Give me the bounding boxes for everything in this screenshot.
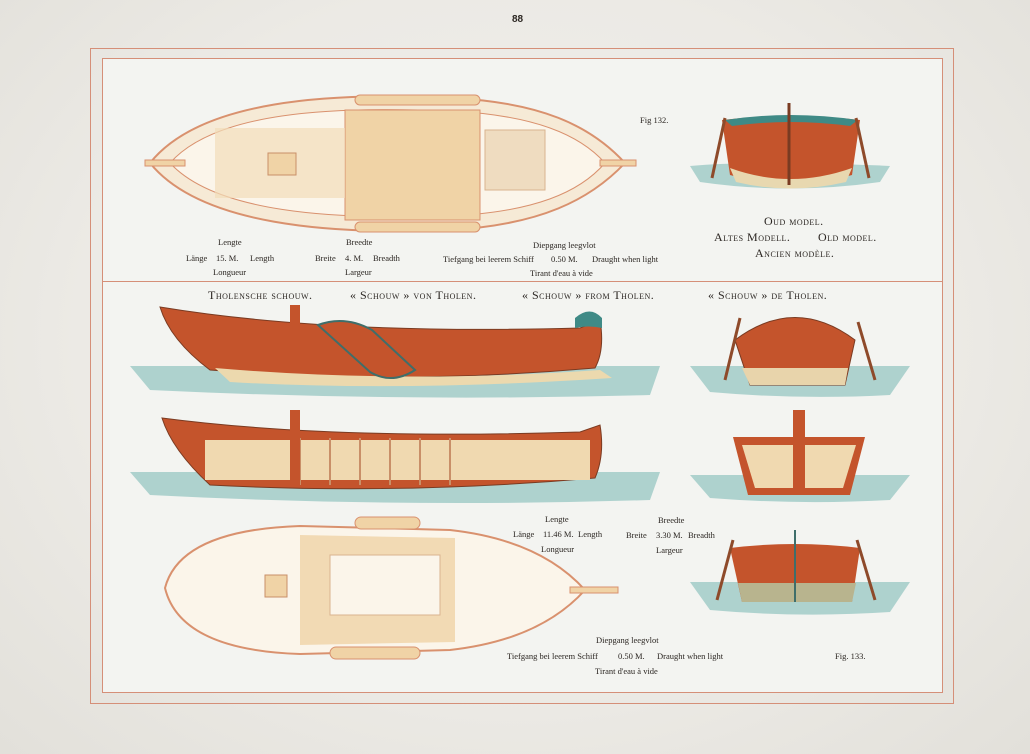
fig132-breadth-de: Breite [315, 253, 336, 263]
fig132-breadth-fr: Largeur [345, 267, 372, 277]
fig133-breadth-value: 3.30 M. [656, 530, 683, 540]
fig133-draught-en: Draught when light [657, 651, 724, 661]
page-number: 88 [512, 14, 524, 25]
fig133-length-nl: Lengte [545, 514, 569, 524]
fig132-breadth-en: Breadth [373, 253, 400, 263]
fig133-breadth-nl: Breedte [658, 515, 685, 525]
fig133-breadth-en: Breadth [688, 530, 715, 540]
fig132-front-view [690, 103, 890, 189]
fig133-plan-view [163, 516, 619, 660]
fig132-length-de: Länge [186, 253, 208, 263]
fig133-side-view [130, 305, 660, 398]
fig132-draught-value: 0.50 M. [551, 254, 578, 264]
fig133-length-en: Length [578, 529, 603, 539]
fig133-draught-nl: Diepgang leegvlot [596, 635, 659, 645]
title-english: « Schouw » from Tholen. [522, 288, 655, 302]
fig133-draught-fr: Tirant d'eau à vide [595, 666, 658, 676]
fig132-label: Fig 132. [640, 115, 669, 125]
fig132-breadth-nl: Breedte [346, 237, 373, 247]
fig133-length-de: Länge [513, 529, 535, 539]
fig133-cross-section [690, 410, 910, 503]
fig132-draught-de: Tiefgang bei leerem Schiff [443, 254, 534, 264]
fig132-draught-en: Draught when light [592, 254, 659, 264]
fig133-draught-value: 0.50 M. [618, 651, 645, 661]
title-french: « Schouw » de Tholen. [708, 288, 828, 302]
fig132-length-fr: Longueur [213, 267, 247, 277]
fig133-section-view [130, 410, 660, 504]
fig132-draught-fr: Tirant d'eau à vide [530, 268, 593, 278]
fig133-stern-view [690, 317, 910, 397]
model-title-dutch: Oud model. [764, 214, 824, 228]
fig133-breadth-de: Breite [626, 530, 647, 540]
model-title-german: Altes Modell. [714, 230, 791, 244]
fig132-plan-view [144, 94, 637, 233]
fig132-length-en: Length [250, 253, 275, 263]
section-divider [102, 281, 943, 282]
title-dutch: Tholensche schouw. [208, 288, 313, 302]
model-title-english: Old model. [818, 230, 877, 244]
fig132-length-nl: Lengte [218, 237, 242, 247]
outer-frame [90, 48, 954, 704]
fig132-length-value: 15. M. [216, 253, 239, 263]
model-title-french: Ancien modèle. [755, 246, 835, 260]
fig132-breadth-value: 4. M. [345, 253, 364, 263]
fig132-draught-nl: Diepgang leegvlot [533, 240, 596, 250]
fig133-label: Fig. 133. [835, 651, 866, 661]
fig133-length-fr: Longueur [541, 544, 575, 554]
fig133-draught-de: Tiefgang bei leerem Schiff [507, 651, 598, 661]
fig133-bow-view [690, 530, 910, 615]
title-german: « Schouw » von Tholen. [350, 288, 477, 302]
fig133-length-value: 11.46 M. [543, 529, 574, 539]
fig133-breadth-fr: Largeur [656, 545, 683, 555]
